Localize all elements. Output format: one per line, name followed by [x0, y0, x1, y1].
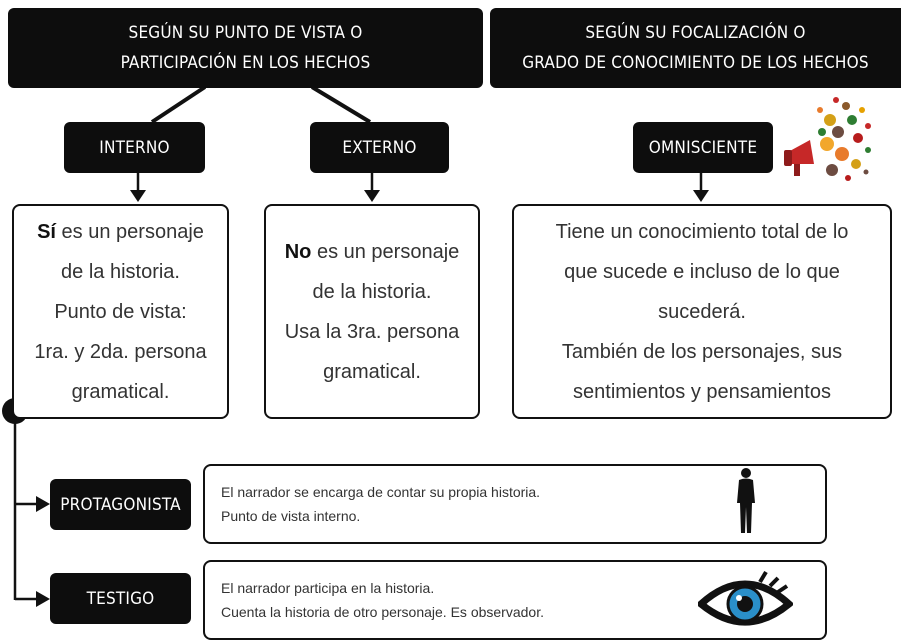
omnisciente-line2: que sucede e incluso de lo que	[564, 260, 840, 283]
label-interno: INTERNO	[64, 122, 205, 173]
eye-icon	[698, 570, 793, 626]
omnisciente-line4: También de los personajes, sus	[561, 340, 843, 363]
interno-line4: 1ra. y 2da. persona	[34, 340, 207, 363]
label-protagonista: PROTAGONISTA	[50, 479, 191, 530]
label-testigo: TESTIGO	[50, 573, 191, 624]
omnisciente-line3: sucederá.	[658, 300, 746, 323]
externo-line4: gramatical.	[323, 360, 421, 383]
protagonista-line1: El narrador se encarga de contar su prop…	[221, 484, 541, 500]
interno-line5: gramatical.	[71, 380, 170, 403]
interno-line3: Punto de vista:	[54, 300, 187, 323]
label-omnisciente: OMNISCIENTE	[633, 122, 773, 173]
interno-line1-rest: es un personaje	[56, 220, 204, 243]
externo-bold: No	[284, 240, 312, 263]
protagonista-line2: Punto de vista interno.	[221, 508, 361, 524]
person-silhouette-icon	[737, 468, 755, 533]
header-left-line1: SEGÚN SU PUNTO DE VISTA O	[128, 23, 363, 43]
testigo-line1: El narrador participa en la historia.	[221, 580, 435, 596]
externo-line1-rest: es un personaje	[311, 240, 460, 263]
externo-line1: No es un personaje	[266, 232, 478, 272]
interno-bold: Sí	[37, 220, 56, 243]
omnisciente-description-box: Tiene un conocimiento total de lo que su…	[512, 204, 892, 419]
header-point-of-view: SEGÚN SU PUNTO DE VISTA O PARTICIPACIÓN …	[8, 8, 483, 88]
header-left-line2: PARTICIPACIÓN EN LOS HECHOS	[120, 53, 371, 73]
header-right-line2: GRADO DE CONOCIMIENTO DE LOS HECHOS	[522, 53, 869, 73]
interno-line1: Sí es un personaje	[14, 212, 227, 252]
testigo-line2: Cuenta la historia de otro personaje. Es…	[221, 604, 544, 620]
label-externo: EXTERNO	[310, 122, 449, 173]
protagonista-description-box: El narrador se encarga de contar su prop…	[203, 464, 827, 544]
interno-description-box: Sí es un personaje de la historia. Punto…	[12, 204, 229, 419]
interno-line2: de la historia.	[61, 260, 180, 283]
megaphone-icon	[784, 97, 871, 181]
header-focalization: SEGÚN SU FOCALIZACIÓN O GRADO DE CONOCIM…	[490, 8, 901, 88]
externo-line2: de la historia.	[312, 280, 432, 303]
omnisciente-line5: sentimientos y pensamientos	[573, 380, 831, 403]
header-right-line1: SEGÚN SU FOCALIZACIÓN O	[585, 23, 806, 43]
externo-line3: Usa la 3ra. persona	[284, 320, 460, 343]
externo-description-box: No es un personaje de la historia. Usa l…	[264, 204, 480, 419]
omnisciente-line1: Tiene un conocimiento total de lo	[555, 220, 849, 243]
